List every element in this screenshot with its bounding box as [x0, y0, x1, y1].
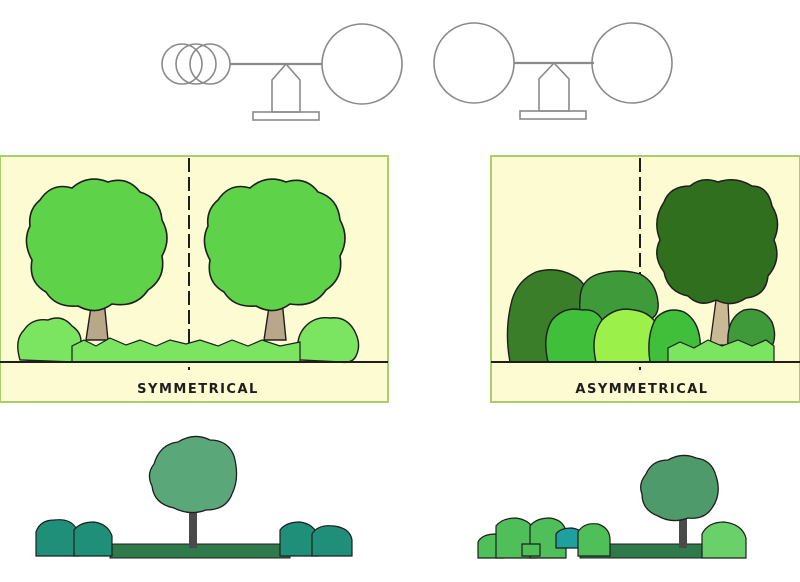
- tree-icon: [656, 179, 779, 346]
- shrub-icon: [577, 523, 611, 557]
- shrub-icon: [73, 521, 113, 557]
- tree-trunk: [679, 510, 687, 548]
- hedge: [71, 337, 301, 363]
- shrub-icon: [297, 317, 360, 364]
- symmetrical-silhouette: [35, 435, 353, 559]
- hedge: [667, 339, 775, 363]
- balance-scale-symmetrical-icon: [161, 23, 403, 121]
- tree-icon: [640, 454, 719, 522]
- tree-icon: [203, 178, 346, 341]
- asymmetrical-silhouette: [477, 454, 747, 559]
- ground-strip: [109, 543, 291, 559]
- panel-caption: ASYMMETRICAL: [575, 382, 708, 397]
- symmetrical-panel: SYMMETRICAL: [0, 155, 389, 403]
- asymmetrical-panel: ASYMMETRICAL: [490, 155, 800, 403]
- shrub-icon: [727, 308, 776, 351]
- panel-caption: SYMMETRICAL: [137, 382, 259, 397]
- shrub-icon: [311, 525, 353, 557]
- shrub-icon: [35, 519, 79, 557]
- balance-scale-asymmetrical-icon: [433, 22, 673, 120]
- shrub-icon: [701, 521, 747, 559]
- shrub-icon: [521, 543, 541, 557]
- tree-icon: [25, 178, 168, 341]
- tree-icon: [148, 435, 238, 514]
- tree-trunk: [189, 500, 197, 548]
